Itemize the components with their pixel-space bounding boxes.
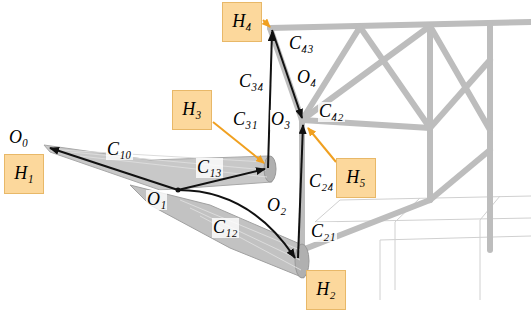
point-label: O₀ [8,128,29,148]
box-label: H₁ [14,164,33,184]
label-box: H₁ [4,154,44,194]
label-box: H₄ [222,2,262,42]
label-box: H₂ [306,270,346,310]
point [176,188,181,193]
label-box: H₃ [172,90,212,130]
point-label: O₃ [270,110,291,130]
point-label: C₁₃ [196,158,223,178]
label-box: H₅ [336,158,376,198]
point-label: C₁₂ [212,218,239,238]
truss-frame [270,22,531,250]
box-label: H₂ [316,280,335,300]
point-label: O₄ [296,68,317,88]
point-label: C₄₃ [288,34,315,54]
point-label: C₃₄ [238,72,265,92]
point-label: C₂₁ [310,222,337,242]
point-label: C₄₂ [318,102,345,122]
point-label: C₂₄ [308,172,335,192]
vector-arrow [50,30,303,258]
point-label: C₃₁ [232,110,259,130]
platform [315,196,531,300]
point-label: O₁ [146,190,167,210]
box-label: H₅ [346,168,365,188]
point-label: C₁₀ [106,140,133,160]
cylinder [44,145,309,278]
point-label: O₂ [266,196,287,216]
box-label: H₄ [232,12,251,32]
box-label: H₃ [182,100,201,120]
